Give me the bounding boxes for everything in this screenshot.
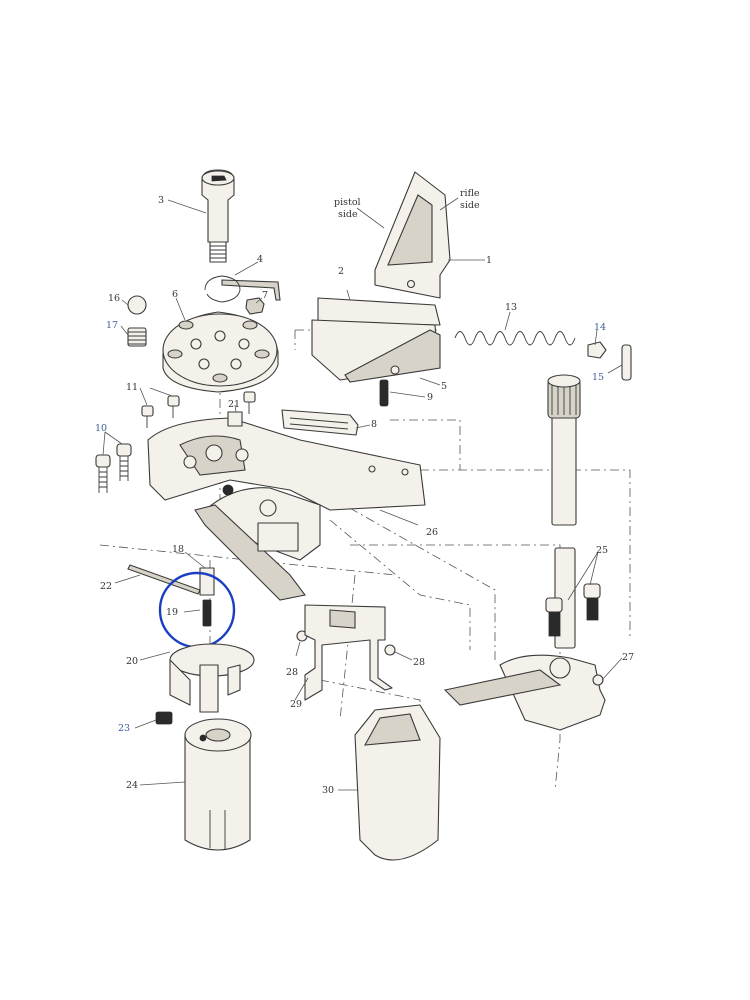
part-16-ball [127, 295, 147, 315]
rifle-label-line1: rifle [460, 188, 480, 199]
part-11-screws [141, 391, 256, 428]
label-28-right: 28 [413, 657, 425, 668]
label-17: 17 [106, 320, 118, 331]
label-19: 19 [166, 607, 178, 618]
label-18: 18 [172, 544, 184, 555]
part-17-spring [127, 327, 147, 347]
label-1: 1 [486, 255, 492, 266]
label-25: 25 [596, 545, 608, 556]
label-3: 3 [158, 195, 164, 206]
label-24: 24 [126, 780, 138, 791]
part-8-slide [281, 409, 359, 436]
label-11: 11 [126, 382, 138, 393]
label-8: 8 [371, 419, 377, 430]
side-annotations: pistol side rifle side [334, 188, 480, 220]
label-29: 29 [290, 699, 302, 710]
part-15-pin [621, 344, 632, 381]
label-16: 16 [108, 293, 120, 304]
part-number-labels: 1 2 3 4 5 6 7 8 9 10 11 13 14 15 16 17 1… [95, 195, 634, 796]
part-21-insert [227, 411, 243, 427]
part-24-cylinder [184, 718, 252, 851]
part-2-rail-block [311, 297, 441, 383]
part-30-bin [354, 704, 441, 861]
label-23: 23 [118, 723, 130, 734]
label-9: 9 [427, 392, 433, 403]
part-18-pin [199, 567, 215, 596]
part-10-cap-screws [95, 443, 132, 493]
label-30: 30 [322, 785, 334, 796]
label-10: 10 [95, 423, 107, 434]
part-23-set-screw [155, 711, 173, 725]
label-26: 26 [426, 527, 438, 538]
pistol-label-line1: pistol [334, 197, 361, 208]
label-14: 14 [594, 322, 606, 333]
label-13: 13 [505, 302, 517, 313]
part-7-detent [245, 297, 265, 315]
part-26-base [147, 417, 426, 601]
part-6-shell-plate [162, 311, 279, 393]
leader-lines [102, 197, 623, 791]
part-1-guide-frame [374, 171, 451, 299]
label-5: 5 [441, 381, 447, 392]
part-19-spring [202, 599, 212, 627]
rifle-label-line2: side [460, 200, 480, 211]
label-21: 21 [228, 399, 240, 410]
label-27: 27 [622, 652, 634, 663]
part-29-plate-bracket [304, 604, 393, 701]
part-25-cap-screws [545, 583, 601, 637]
part-4-hex-key [221, 279, 281, 301]
label-6: 6 [172, 289, 178, 300]
label-20: 20 [126, 656, 138, 667]
part-20-bracket [169, 643, 255, 713]
pistol-label-line2: side [338, 209, 358, 220]
label-22: 22 [100, 581, 112, 592]
label-7: 7 [262, 290, 268, 301]
part-14-plunger [587, 341, 607, 359]
part-27-lever-base [443, 654, 606, 731]
part-3-shoulder-bolt [201, 169, 235, 263]
label-4: 4 [257, 254, 263, 265]
label-28-left: 28 [286, 667, 298, 678]
label-2: 2 [338, 266, 344, 277]
part-22-rod [127, 564, 201, 595]
label-15: 15 [592, 372, 604, 383]
part-9-screw [379, 379, 389, 407]
part-retaining-ring [204, 275, 241, 303]
part-13-spring [454, 331, 576, 346]
